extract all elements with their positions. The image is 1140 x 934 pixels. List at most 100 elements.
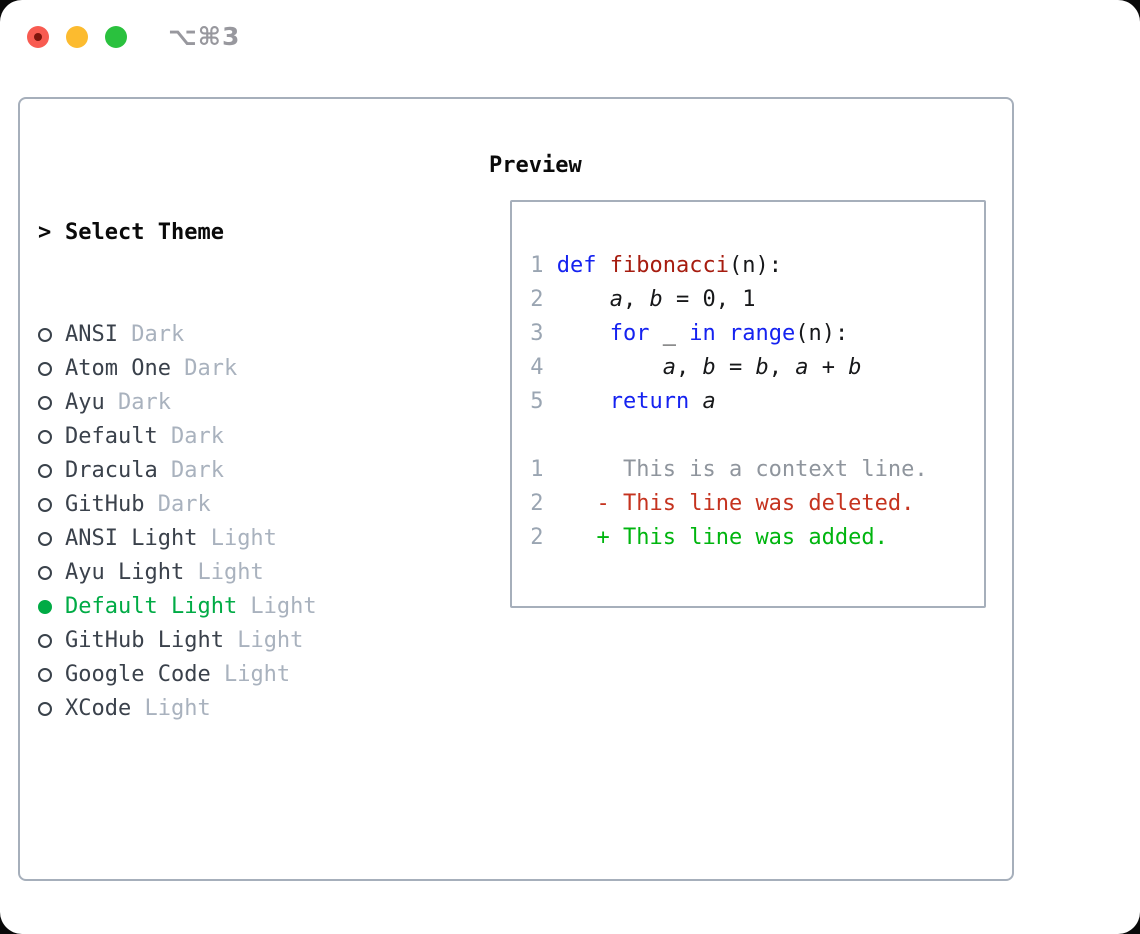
titlebar: ⌥⌘3 (0, 0, 1140, 74)
line-number: 2 (517, 491, 557, 516)
code-token (557, 457, 623, 482)
code-token: def (556, 253, 597, 278)
theme-option-xcode[interactable]: XCode Light (38, 692, 478, 726)
code-token (557, 491, 597, 516)
code-token: a (609, 287, 623, 312)
focus-caret-icon: > (38, 220, 52, 245)
option-label: Ayu (65, 390, 105, 415)
theme-variant-badge: Dark (157, 458, 224, 483)
radio-icon (38, 498, 52, 512)
option-label: ANSI (65, 322, 118, 347)
radio-icon (38, 634, 52, 648)
window-title: ⌥⌘3 (168, 22, 241, 51)
code-token: , (768, 355, 796, 380)
theme-option-dracula[interactable]: Dracula Dark (38, 454, 478, 488)
code-token: b (702, 355, 716, 380)
theme-option-atom-one[interactable]: Atom One Dark (38, 352, 478, 386)
radio-selected-icon (38, 600, 52, 614)
code-token: b (649, 287, 663, 312)
select-theme-header: Select Theme (65, 220, 224, 245)
unsaved-dot-icon (34, 33, 42, 41)
code-token: This is a context line. (622, 457, 928, 482)
option-label: Dracula (65, 458, 158, 483)
close-button[interactable] (27, 26, 49, 48)
line-number: 2 (517, 525, 557, 550)
code-token: (n): (728, 253, 782, 278)
option-label: Default Light (65, 594, 238, 619)
theme-option-github[interactable]: GitHub Dark (38, 488, 478, 522)
theme-variant-badge: Dark (144, 492, 211, 517)
code-token: b (848, 355, 862, 380)
code-line: 2 a, b = 0, 1 (517, 283, 984, 317)
preview-header: Preview (489, 152, 582, 178)
theme-variant-badge: Dark (170, 356, 238, 381)
theme-option-ansi[interactable]: ANSI Dark (38, 318, 478, 352)
select-theme-header-row: > Select Theme (38, 216, 478, 250)
option-label: XCode (65, 696, 132, 721)
code-line: 4 a, b = b, a + b (517, 351, 984, 385)
code-token (597, 253, 610, 278)
code-token: = (715, 355, 756, 380)
option-label: Google Code (65, 662, 211, 687)
radio-icon (38, 566, 52, 580)
theme-variant-badge: Light (223, 628, 304, 653)
code-token: - This line was deleted. (596, 491, 915, 516)
radio-icon (38, 532, 52, 546)
radio-icon (38, 328, 52, 342)
code-token: return (609, 389, 690, 414)
code-token (689, 389, 702, 414)
radio-icon (38, 362, 52, 376)
theme-variant-badge: Dark (104, 390, 171, 415)
theme-option-ansi-light[interactable]: ANSI Light Light (38, 522, 478, 556)
code-token: + (808, 355, 849, 380)
theme-variant-badge: Light (184, 560, 264, 585)
theme-variant-badge: Dark (157, 424, 224, 449)
spacer (38, 828, 478, 862)
code-line (517, 419, 984, 453)
theme-option-github-light[interactable]: GitHub Light Light (38, 624, 478, 658)
code-token: , (622, 287, 650, 312)
theme-variant-badge: Light (197, 526, 277, 551)
code-token: a (702, 389, 716, 414)
line-number: 3 (517, 321, 557, 346)
code-token: a (662, 355, 676, 380)
code-token (557, 287, 610, 312)
code-token: in (689, 321, 716, 346)
option-label: GitHub Light (65, 628, 224, 653)
zoom-button[interactable] (105, 26, 127, 48)
line-number: 1 (517, 253, 557, 278)
theme-option-google-code[interactable]: Google Code Light (38, 658, 478, 692)
theme-variant-badge: Dark (117, 322, 185, 347)
minimize-button[interactable] (66, 26, 88, 48)
line-number: 2 (517, 287, 557, 312)
line-number: 1 (517, 457, 557, 482)
option-label: GitHub (65, 492, 145, 517)
theme-variant-badge: Light (210, 662, 291, 687)
theme-option-default-light[interactable]: Default Light Light (38, 590, 478, 624)
code-token: for (609, 321, 650, 346)
code-token (557, 355, 663, 380)
code-token (716, 321, 729, 346)
code-line: 3 for _ in range(n): (517, 317, 984, 351)
radio-icon (38, 430, 52, 444)
code-line: 2 - This line was deleted. (517, 487, 984, 521)
code-token (557, 525, 597, 550)
code-token: + This line was added. (596, 525, 888, 550)
code-token: _ (649, 321, 690, 346)
code-token: a (795, 355, 809, 380)
code-line: 1 def fibonacci(n): (517, 249, 984, 283)
theme-option-default[interactable]: Default Dark (38, 420, 478, 454)
theme-option-ayu[interactable]: Ayu Dark (38, 386, 478, 420)
option-label: Ayu Light (65, 560, 185, 585)
option-label: ANSI Light (65, 526, 198, 551)
theme-option-ayu-light[interactable]: Ayu Light Light (38, 556, 478, 590)
code-line: 2 + This line was added. (517, 521, 984, 555)
code-line: 5 return a (517, 385, 984, 419)
radio-icon (38, 702, 52, 716)
code-token: , (675, 355, 703, 380)
code-token: fibonacci (609, 253, 729, 278)
